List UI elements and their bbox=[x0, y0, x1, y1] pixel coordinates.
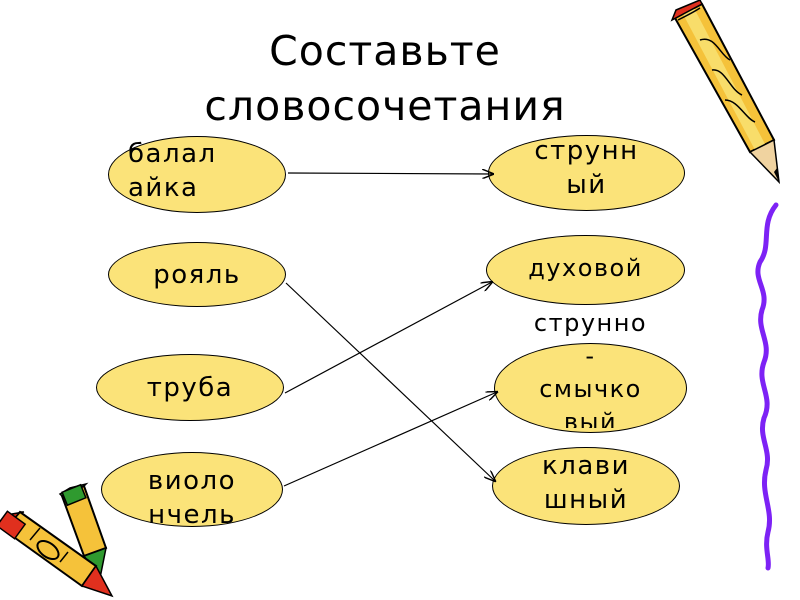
left-oval-royal[interactable] bbox=[108, 242, 286, 307]
left-label-royal: рояль bbox=[108, 258, 286, 292]
right-label-strunny-line1: струнн bbox=[534, 136, 639, 166]
right-oval-klavishny[interactable] bbox=[492, 447, 680, 525]
left-label-violoncello-line2: нчель bbox=[148, 500, 236, 530]
left-label-royal-text: рояль bbox=[153, 260, 241, 290]
right-label-klavishny-line1: клави bbox=[542, 451, 630, 481]
left-label-balalaika: балал айка bbox=[128, 137, 248, 205]
right-label-dukhovoy: духовой bbox=[486, 251, 685, 285]
left-label-balalaika-line1: балал bbox=[128, 139, 217, 169]
right-label-klavishny: клави шный bbox=[492, 449, 680, 517]
arrow-violoncello-ss bbox=[283, 392, 497, 487]
right-label-ss-line2: - bbox=[585, 342, 596, 370]
left-label-violoncello: виоло нчель bbox=[101, 464, 283, 532]
title-line-2: словосочетания bbox=[204, 82, 566, 130]
left-label-truba: труба bbox=[96, 371, 284, 405]
left-oval-violoncello[interactable] bbox=[101, 452, 283, 527]
squiggle-decoration bbox=[755, 202, 779, 571]
arrow-balalaika-strunny bbox=[287, 173, 493, 174]
arrow-royal-klavishny bbox=[285, 282, 495, 481]
left-label-truba-text: труба bbox=[146, 373, 234, 403]
left-label-violoncello-line1: виоло bbox=[147, 466, 237, 496]
right-label-strunno-smychkovy: струнно - смычко вый bbox=[494, 307, 687, 428]
page-title: Составьте словосочетания bbox=[175, 24, 595, 134]
right-oval-strunny[interactable] bbox=[488, 135, 685, 211]
right-label-ss-line1: струнно bbox=[533, 309, 648, 337]
right-label-ss-line3: смычко bbox=[539, 375, 642, 403]
right-oval-dukhovoy[interactable] bbox=[486, 235, 685, 305]
right-label-klavishny-line2: шный bbox=[543, 485, 629, 515]
right-oval-strunno-smychkovy[interactable] bbox=[494, 343, 687, 433]
pencil-icon bbox=[670, 0, 781, 185]
right-label-strunny-line2: ый bbox=[566, 170, 607, 200]
arrow-truba-dukhovoy bbox=[284, 282, 492, 394]
left-oval-truba[interactable] bbox=[96, 354, 284, 421]
right-label-dukhovoy-text: духовой bbox=[528, 254, 643, 282]
right-label-strunny: струнн ый bbox=[488, 134, 685, 202]
crayons-icon bbox=[0, 482, 114, 598]
left-oval-balalaika[interactable] bbox=[108, 136, 286, 213]
right-label-ss-line4: вый bbox=[563, 408, 618, 428]
title-line-1: Составьте bbox=[269, 27, 501, 75]
left-label-balalaika-line2: айка bbox=[128, 173, 199, 203]
